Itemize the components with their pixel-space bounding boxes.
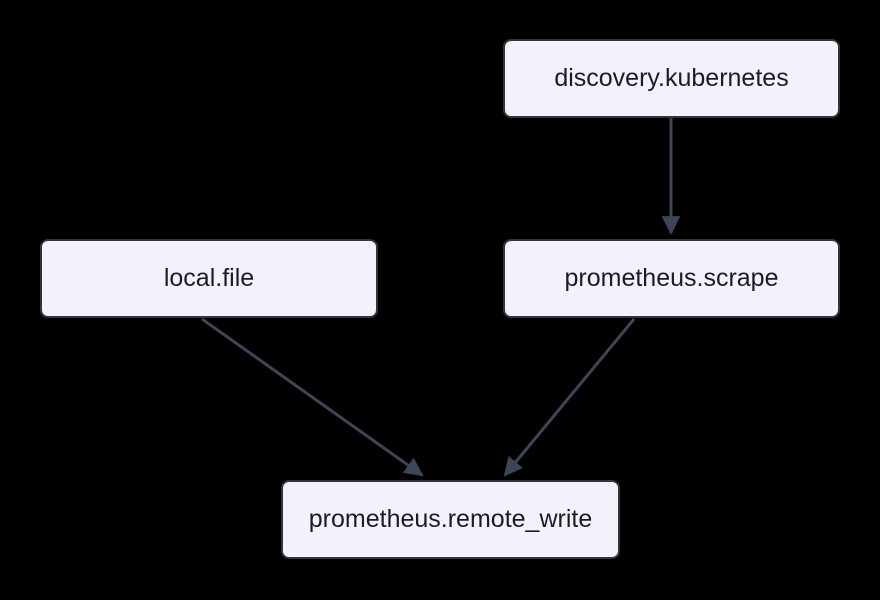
- node-prometheus-scrape[interactable]: prometheus.scrape: [503, 239, 840, 318]
- node-label: discovery.kubernetes: [554, 64, 789, 92]
- node-local-file[interactable]: local.file: [40, 239, 378, 318]
- node-label: local.file: [163, 264, 255, 292]
- node-label: prometheus.scrape: [564, 264, 779, 292]
- edge-prometheus-scrape-to-prometheus-remote-write: [503, 318, 636, 477]
- node-discovery-kubernetes[interactable]: discovery.kubernetes: [503, 39, 840, 118]
- edge-local-file-to-prometheus-remote-write: [201, 317, 424, 477]
- node-label: prometheus.remote_write: [308, 505, 593, 533]
- node-prometheus-remote-write[interactable]: prometheus.remote_write: [281, 480, 620, 559]
